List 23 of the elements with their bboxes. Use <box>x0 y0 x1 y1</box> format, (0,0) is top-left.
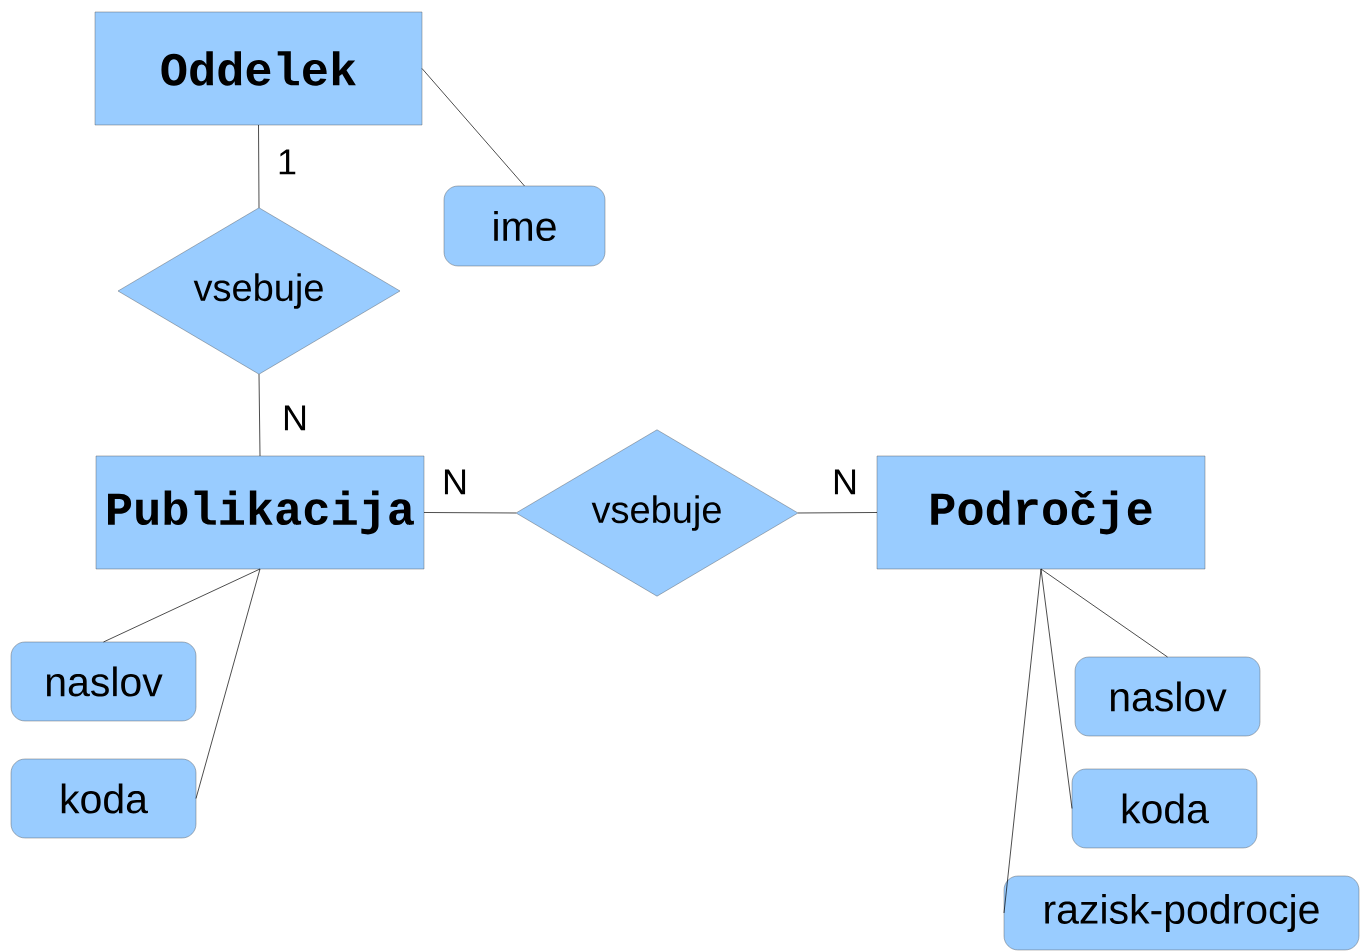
cardinality-label: N <box>281 404 309 432</box>
cardinality-label: N <box>831 468 859 496</box>
connector-line <box>1040 568 1168 658</box>
attribute-box: koda <box>1071 768 1258 849</box>
connector-line <box>258 124 260 209</box>
connector-line <box>797 512 878 514</box>
connector-line <box>258 373 261 457</box>
attribute-box: ime <box>443 185 606 267</box>
connector-line <box>195 568 261 799</box>
entity-box: Publikacija <box>95 455 425 570</box>
connector-line <box>421 68 525 187</box>
cardinality-label: 1 <box>276 148 298 176</box>
connector-line <box>103 568 261 643</box>
attribute-box: naslov <box>10 641 197 722</box>
connector-line <box>1003 568 1042 914</box>
entity-box: Oddelek <box>94 11 423 126</box>
attribute-box: razisk-podrocje <box>1003 875 1360 951</box>
entity-box: Področje <box>876 455 1206 570</box>
connector-line <box>423 512 517 514</box>
connector-line <box>1040 568 1073 809</box>
cardinality-label: N <box>441 468 469 496</box>
attribute-box: naslov <box>1074 656 1261 737</box>
attribute-box: koda <box>10 758 197 839</box>
